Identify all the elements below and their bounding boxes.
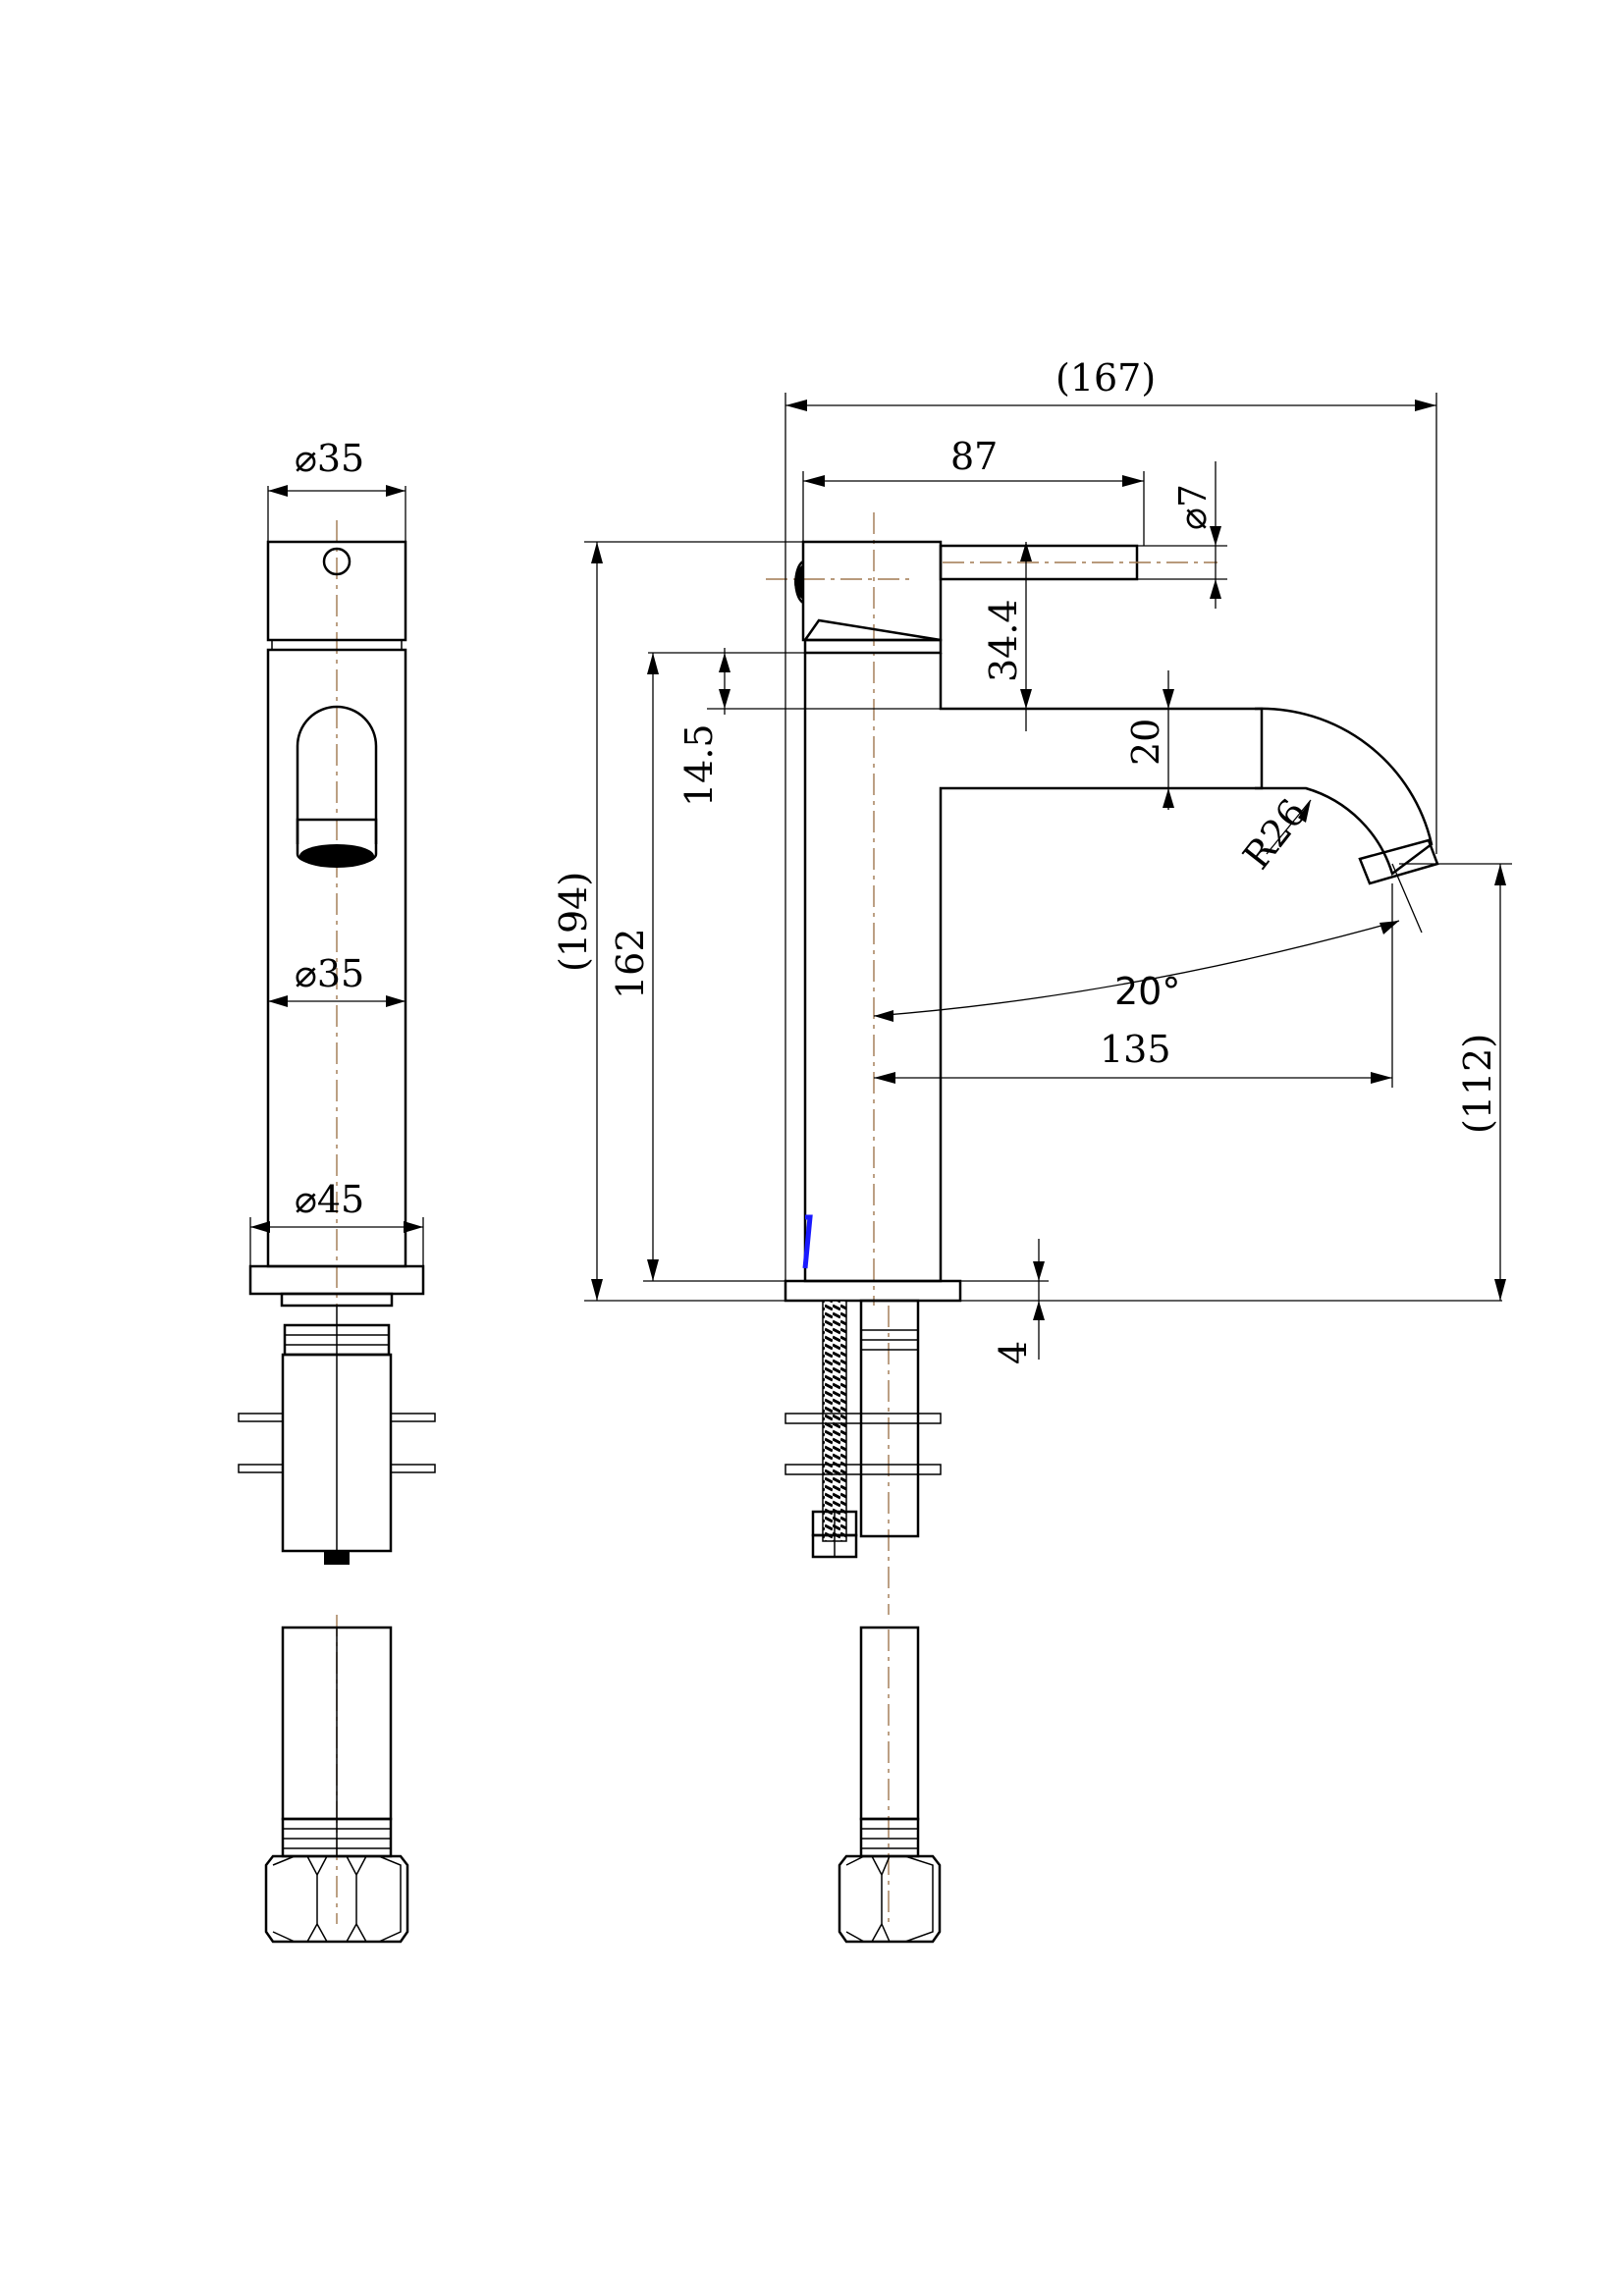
dim-spout-offset: 14.5 — [677, 723, 721, 807]
front-hose-ferrule — [859, 1817, 920, 1858]
side-dim-body-diameter: ⌀35 — [295, 952, 364, 995]
dim-lever-diameter: ⌀7 — [1171, 484, 1215, 530]
dim-overall-height: (194) — [552, 872, 595, 972]
side-dim-base-diameter: ⌀45 — [295, 1178, 364, 1221]
front-inlet-tube — [859, 1299, 920, 1538]
front-spout-outlet — [1358, 838, 1439, 885]
front-view: (167) 87 ⌀7 34.4 14.5 20 — [552, 356, 1512, 1944]
front-handle-wedge — [803, 618, 942, 642]
side-fixing-bar — [238, 1413, 284, 1422]
side-spout-slot — [296, 705, 378, 844]
side-stud-end — [324, 1551, 350, 1565]
dim-outlet-height: (112) — [1456, 1034, 1499, 1134]
dim-overall-width: (167) — [1055, 356, 1156, 400]
dim-lever-length: 87 — [950, 435, 998, 478]
dim-reach: 135 — [1100, 1028, 1171, 1071]
dim-handle-height: 34.4 — [982, 599, 1025, 682]
dim-body-height: 162 — [609, 928, 652, 999]
front-hose — [859, 1626, 920, 1821]
side-view: ⌀35 ⌀35 ⌀45 — [238, 437, 436, 1944]
dim-base-thickness: 4 — [992, 1341, 1035, 1364]
dim-spout-thickness: 20 — [1124, 719, 1167, 766]
side-hex-nut — [264, 1854, 409, 1944]
front-spout — [1254, 707, 1434, 877]
front-hex-nut — [838, 1854, 942, 1944]
front-handle — [801, 540, 943, 642]
side-lever-end — [322, 547, 352, 576]
side-aerator-outlet — [299, 844, 374, 868]
dim-radius: R26 — [1234, 791, 1315, 878]
front-accent-mark — [802, 1214, 813, 1269]
front-threaded-stud — [822, 1300, 847, 1542]
front-base — [784, 1279, 962, 1303]
front-body-collar — [803, 638, 943, 655]
side-dim-top-diameter: ⌀35 — [295, 437, 364, 480]
front-fixing-plate — [784, 1413, 942, 1424]
dim-angle: 20° — [1114, 970, 1180, 1013]
